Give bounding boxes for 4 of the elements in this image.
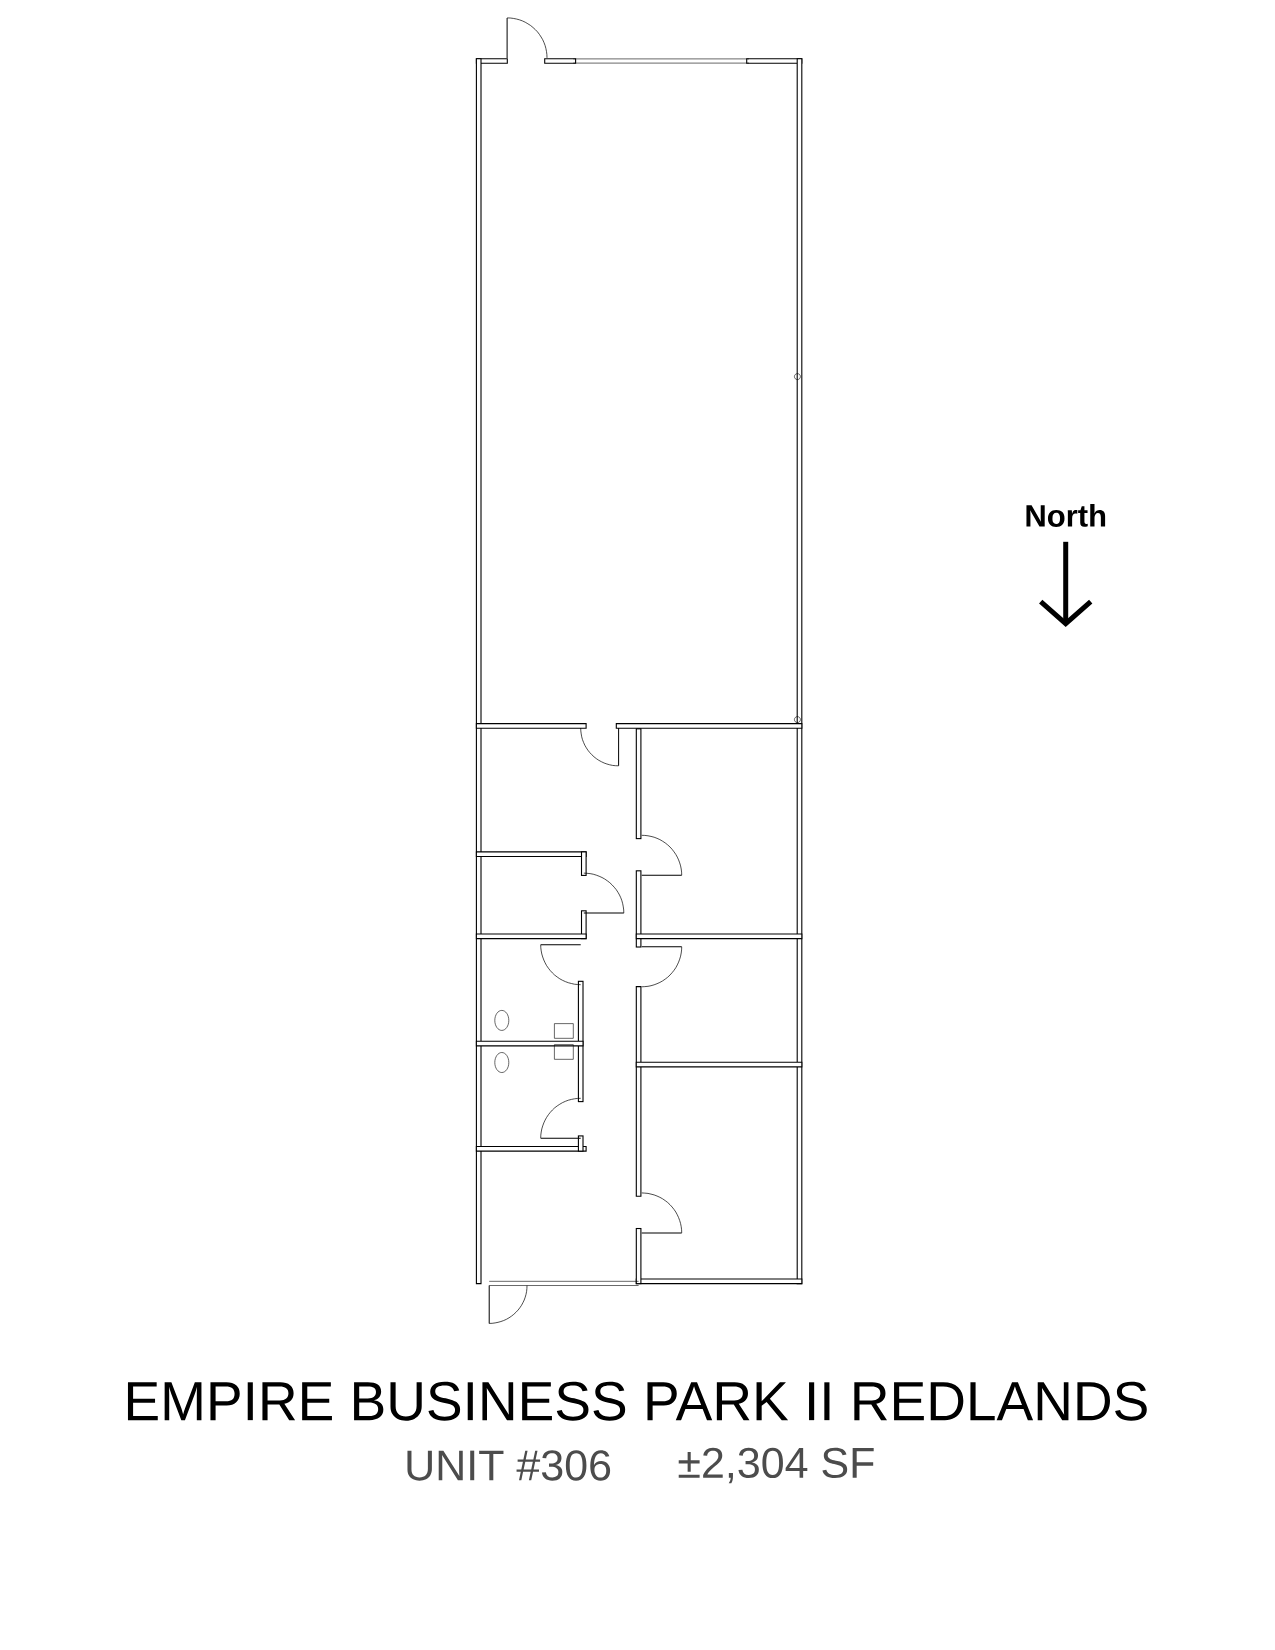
unit-label: UNIT #306 [407, 1450, 611, 1481]
title: EMPIRE BUSINESS PARK II REDLANDS [127, 1381, 1147, 1421]
area-label: ±2,304 SF [678, 1447, 874, 1484]
compass-label: North [1026, 504, 1106, 527]
